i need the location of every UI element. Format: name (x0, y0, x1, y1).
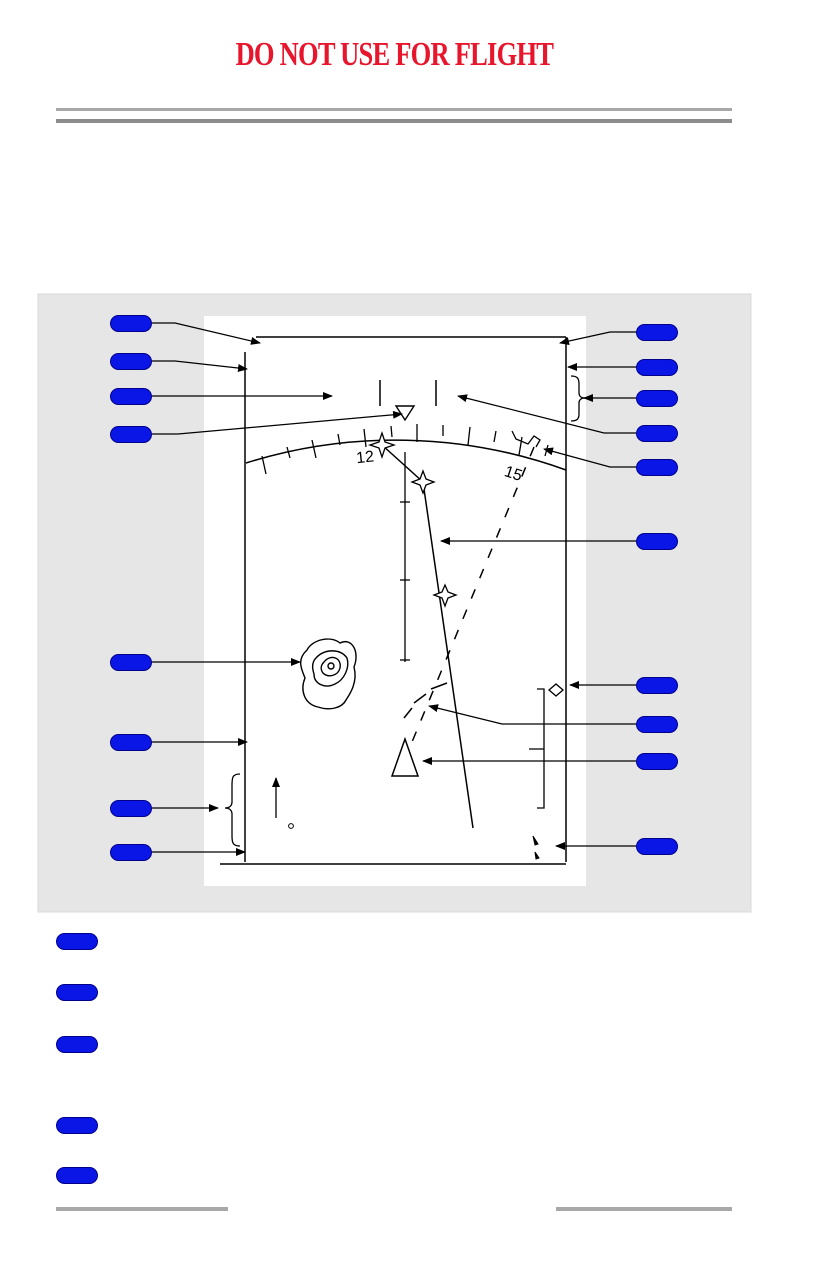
left-brace-icon (224, 773, 241, 847)
display-area (204, 316, 586, 886)
route-line-1 (381, 444, 424, 483)
callout-badge (110, 800, 152, 817)
compass-ticks (261, 424, 549, 475)
compass-label-12: 12 (355, 448, 375, 467)
vertical-deviation-diamond-icon (548, 683, 564, 697)
footer-rule-left (56, 1207, 228, 1211)
waypoint-star-icon (410, 469, 436, 495)
callout-badge (636, 753, 678, 770)
legend-badge (56, 1117, 98, 1134)
callout-badge (110, 388, 152, 405)
waypoint-star-icon (367, 430, 397, 460)
right-brace-icon (570, 375, 586, 422)
footer-rule-right (556, 1207, 732, 1211)
callout-badge (110, 353, 152, 370)
callout-badge (110, 844, 152, 861)
callout-badge (636, 425, 678, 442)
callout-badge (636, 838, 678, 855)
compass-arc (245, 439, 567, 471)
trend-vector-seg (413, 693, 427, 704)
legend-badge (56, 984, 98, 1001)
legend-badge (56, 933, 98, 950)
callout-badge (636, 677, 678, 694)
header-rule-top (56, 108, 732, 111)
callout-badge (636, 533, 678, 550)
traffic-symbol-icon (532, 835, 539, 846)
legend-badge (56, 1036, 98, 1053)
callout-badge (110, 426, 152, 443)
callout-badge (110, 315, 152, 332)
wind-dot-icon (288, 823, 294, 829)
callout-badge (110, 734, 152, 751)
track-line-dashed (411, 446, 535, 743)
callout-badge (636, 459, 678, 476)
traffic-symbol-icon (534, 851, 540, 860)
do-not-use-warning: DO NOT USE FOR FLIGHT (235, 36, 554, 73)
header-rule-bottom (56, 119, 732, 123)
callout-badge (636, 390, 678, 407)
trend-vector-seg (403, 707, 413, 719)
aircraft-symbol-icon (390, 736, 420, 777)
compass-label-15: 15 (502, 463, 524, 485)
callout-badge (636, 359, 678, 376)
callout-badge (636, 716, 678, 733)
callout-badge (110, 654, 152, 671)
trend-vector-seg (430, 682, 448, 690)
weather-cell-icon (300, 638, 357, 710)
heading-bug-icon (511, 430, 541, 448)
vertical-deviation-scale (529, 688, 545, 809)
waypoint-star-icon (432, 583, 458, 608)
legend-badge (56, 1167, 98, 1184)
callout-badge (636, 324, 678, 341)
